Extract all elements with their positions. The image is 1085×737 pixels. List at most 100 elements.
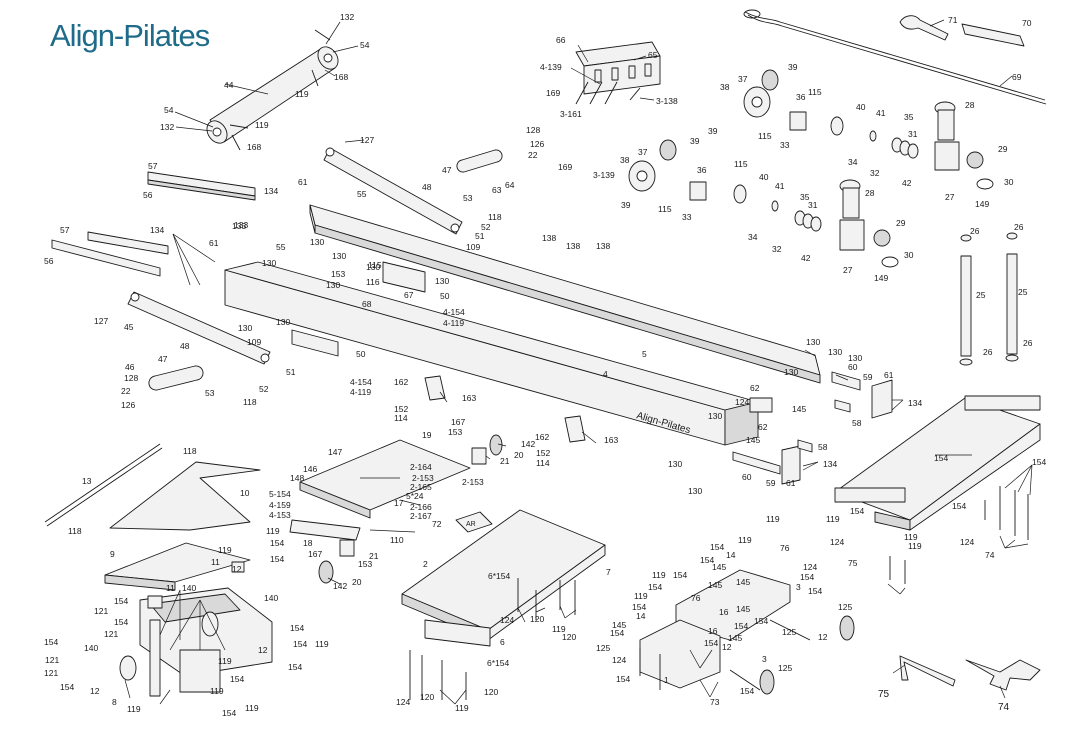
- callout-label: 42: [801, 253, 811, 263]
- callout-label: 6: [500, 637, 505, 647]
- callout-label: 38: [620, 155, 630, 165]
- callout-label: 124: [735, 397, 749, 407]
- callout-label: 72: [432, 519, 442, 529]
- shoulder-block-bracket-top: [575, 41, 661, 95]
- callout-label: 130: [784, 367, 798, 377]
- callout-label: 130: [828, 347, 842, 357]
- callout-label: 115: [734, 159, 748, 169]
- callout-label: 76: [691, 593, 701, 603]
- callout-label: 11: [211, 557, 220, 567]
- callout-label: 34: [848, 157, 858, 167]
- callout-label: 154: [754, 616, 768, 626]
- callout-label: 119: [127, 704, 141, 714]
- callout-label: 152: [394, 404, 408, 414]
- callout-label: 154: [934, 453, 948, 463]
- tool-label-74: 74: [998, 702, 1010, 713]
- callout-label: 28: [965, 100, 975, 110]
- callout-label: 45: [124, 322, 134, 332]
- callout-label: 61: [786, 478, 796, 488]
- main-rail-upper: [309, 204, 821, 384]
- callout-labels: 132 54 168 44 119 54 132 119 168 66 65 4…: [44, 12, 1046, 718]
- callout-label: 59: [766, 478, 776, 488]
- callout-label: 61: [209, 238, 219, 248]
- callout-label: 132: [160, 122, 174, 132]
- callout-label: 20: [352, 577, 362, 587]
- label-plate-text: AR: [466, 521, 476, 528]
- callout-label: 125: [782, 627, 796, 637]
- callout-label: 4-119: [443, 318, 464, 328]
- callout-label: 109: [466, 242, 480, 252]
- callout-label: 169: [558, 162, 572, 172]
- callout-label: 128: [526, 125, 540, 135]
- callout-label: 130: [848, 353, 862, 363]
- callout-label: 19: [422, 430, 432, 440]
- callout-label: 149: [874, 273, 888, 283]
- callout-label: 48: [180, 341, 190, 351]
- callout-label: 4-154: [350, 377, 372, 387]
- callout-label: 18: [303, 538, 313, 548]
- callout-label: 132: [340, 12, 354, 22]
- hex-key-tool: [899, 655, 956, 687]
- callout-label: 2-166: [410, 502, 432, 512]
- callout-label: 56: [143, 190, 153, 200]
- footbar-bolts: [229, 29, 331, 151]
- callout-label: 52: [259, 384, 269, 394]
- brand-logo: Align-Pilates: [50, 18, 210, 53]
- callout-label: 4-119: [350, 387, 371, 397]
- callout-label: 130: [332, 251, 346, 261]
- link-plate-lower: [148, 365, 204, 391]
- callout-label: 130: [326, 280, 340, 290]
- callout-label: 14: [636, 611, 646, 621]
- callout-label: 134: [908, 398, 922, 408]
- callout-label: 124: [500, 615, 514, 625]
- callout-label: 121: [94, 606, 108, 616]
- callout-label: 26: [983, 347, 993, 357]
- callout-label: 54: [164, 105, 174, 115]
- callout-label: 124: [612, 655, 626, 665]
- side-bracket-upper: [147, 171, 256, 201]
- callout-label: 169: [546, 88, 560, 98]
- callout-label: 149: [975, 199, 989, 209]
- callout-label: 130: [806, 337, 820, 347]
- callout-label: 145: [736, 577, 750, 587]
- vertical-post-right: [1005, 232, 1019, 362]
- callout-label: 46: [125, 362, 135, 372]
- callout-label: 39: [708, 126, 718, 136]
- callout-label: 119: [552, 624, 566, 634]
- callout-label: 76: [780, 543, 790, 553]
- callout-label: 152: [536, 448, 550, 458]
- callout-label: 40: [856, 102, 866, 112]
- callout-label: 4: [603, 369, 608, 379]
- callout-label: 140: [264, 593, 278, 603]
- callout-label: 154: [610, 628, 624, 638]
- callout-label: 55: [357, 189, 367, 199]
- callout-label: 154: [44, 637, 58, 647]
- callout-label: 70: [1022, 18, 1032, 28]
- callout-label: 127: [360, 135, 374, 145]
- callout-label: 127: [94, 316, 108, 326]
- callout-label: 119: [210, 686, 224, 696]
- callout-label: 60: [848, 362, 858, 372]
- callout-label: 22: [528, 150, 538, 160]
- callout-label: 67: [404, 290, 414, 300]
- callout-label: 154: [222, 708, 236, 718]
- callout-label: 50: [440, 291, 450, 301]
- rail-bracket-upper: [382, 261, 426, 293]
- callout-label: 126: [530, 139, 544, 149]
- callout-label: 119: [634, 591, 648, 601]
- callout-label: 148: [290, 473, 304, 483]
- callout-label: 3-138: [656, 96, 678, 106]
- callout-label: 145: [612, 620, 626, 630]
- callout-label: 75: [848, 558, 858, 568]
- callout-label: 2: [423, 559, 428, 569]
- callout-label: 119: [738, 535, 752, 545]
- callout-label: 146: [303, 464, 317, 474]
- callout-label: 118: [68, 526, 82, 536]
- callout-label: 115: [808, 87, 822, 97]
- callout-label: 130: [668, 459, 682, 469]
- callout-label: 44: [224, 80, 234, 90]
- callout-label: 64: [505, 180, 515, 190]
- carriage-frame: [289, 439, 471, 541]
- callout-label: 154: [114, 596, 128, 606]
